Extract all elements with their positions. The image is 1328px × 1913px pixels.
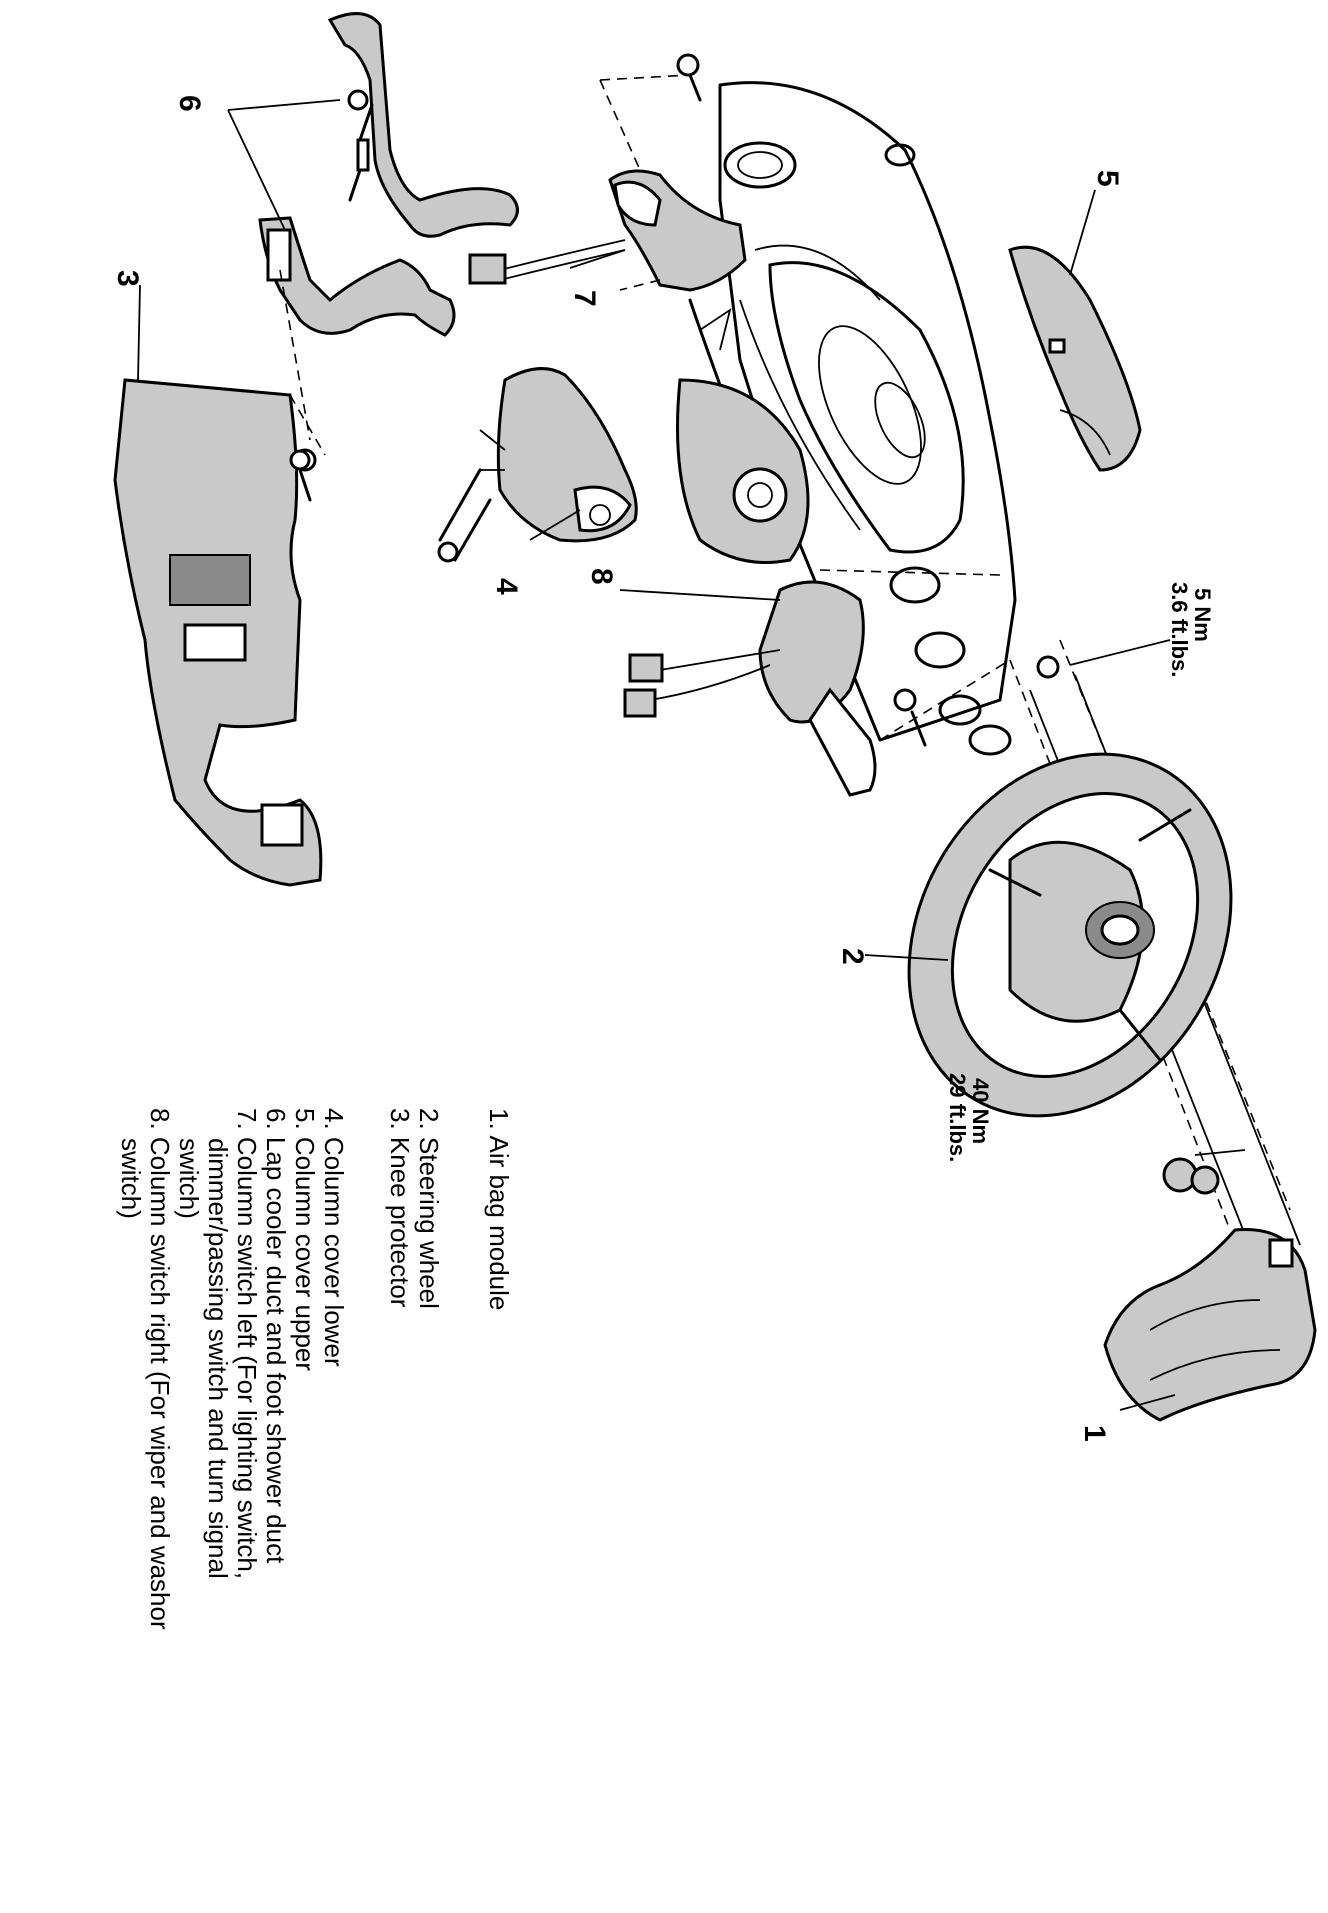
legend-item-7-line-2: dimmer/passing switch and turn signal [203,1138,233,1579]
legend-item-7-line-1: 7. Column switch left (For lighting swit… [232,1108,262,1579]
legend-item-7-line-3: switch) [174,1138,204,1219]
legend-item-5: 5. Column cover upper [290,1108,320,1371]
legend-item-8-line-2: switch) [116,1138,146,1219]
lap-cooler-duct [258,12,519,337]
air-bag-module [1103,1157,1317,1422]
column-cover-lower [437,367,638,563]
callout-7: 7 [568,290,601,307]
legend-item-4: 4. Column cover lower [319,1108,349,1367]
legend-item-8-line-1: 8. Column switch right (For wiper and wa… [145,1108,175,1630]
torque-large-nm: 40 Nm [968,1078,993,1144]
legend-item-2: 2. Steering wheel [414,1108,444,1309]
steering-wheel [907,752,1233,1118]
legend: 1. Air bag module 2. Steering wheel 3. K… [116,1108,514,1630]
torque-large-ftlbs: 29 ft.lbs. [945,1073,970,1162]
torque-small-ftlbs: 3.6 ft.lbs. [1167,582,1192,677]
instrument-panel [676,81,1017,756]
legend-item-3: 3. Knee protector [385,1108,415,1308]
leader-lines [137,99,1246,1411]
column-cover-upper [1008,245,1142,472]
callout-labels: 1 2 3 4 5 6 7 8 [111,95,1124,1442]
callout-6: 6 [173,95,206,112]
callout-5: 5 [1091,170,1124,187]
callout-2: 2 [836,948,869,965]
column-switch-left [468,169,747,292]
legend-item-1: 1. Air bag module [484,1108,514,1310]
column-switch-right [623,580,927,797]
guide-lines [279,74,1001,576]
torque-labels: 5 Nm 3.6 ft.lbs. 40 Nm 29 ft.lbs. [945,582,1215,1162]
callout-4: 4 [490,578,523,595]
knee-protector [113,378,326,887]
callout-8: 8 [585,568,618,585]
torque-small-nm: 5 Nm [1190,588,1215,642]
callout-3: 3 [111,270,144,287]
legend-item-6: 6. Lap cooler duct and foot shower duct [261,1108,291,1564]
callout-1: 1 [1078,1425,1111,1442]
screws [289,53,1060,679]
